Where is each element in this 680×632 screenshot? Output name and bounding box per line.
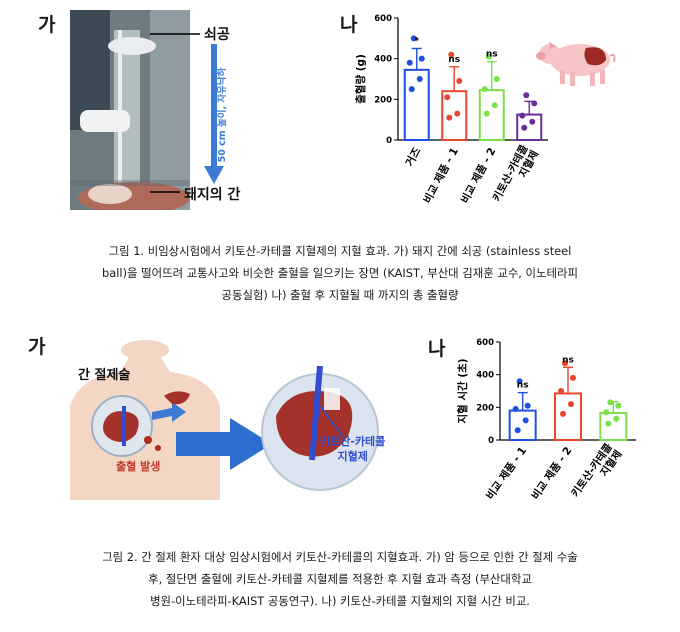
figure1-caption: 그림 1. 비임상시험에서 키토산-카테콜 지혈제의 지혈 효과. 가) 돼지 …	[10, 240, 670, 306]
data-point	[408, 86, 415, 93]
data-point	[512, 405, 519, 412]
data-point	[485, 53, 492, 60]
y-tick-label: 0	[488, 436, 494, 446]
x-tick-label: 거즈	[403, 145, 424, 168]
x-tick-label-group: 거즈	[403, 145, 424, 168]
data-point	[605, 420, 612, 427]
y-axis-title: 지혈 시간 (초)	[456, 358, 469, 423]
data-point	[568, 401, 574, 408]
product-label-line: 지혈제	[337, 450, 368, 463]
data-point	[603, 409, 610, 416]
data-point	[514, 427, 521, 434]
liver-resection-illustration	[70, 340, 379, 500]
y-axis-title: 출혈량 (g)	[354, 54, 367, 104]
caption-line: 공동실험) 나) 출혈 후 지혈될 때 까지의 총 출혈량	[221, 288, 459, 302]
bar	[478, 89, 505, 141]
y-tick-label: 0	[386, 136, 392, 146]
bleeding-label: 출혈 발생	[116, 460, 161, 473]
data-point	[531, 100, 538, 107]
bar	[403, 68, 430, 141]
x-tick-label-group: 비교 제품 - 2	[529, 444, 575, 502]
bar	[516, 113, 543, 142]
data-point	[523, 92, 530, 99]
fig2-panel-a-letter: 가	[28, 336, 46, 358]
data-point	[444, 94, 451, 101]
data-point	[519, 112, 526, 119]
data-point	[416, 76, 423, 82]
pig-illustration	[536, 42, 616, 86]
data-point	[613, 415, 620, 422]
data-point	[562, 360, 568, 367]
data-point	[418, 55, 425, 62]
bar	[508, 409, 537, 441]
bar	[554, 392, 582, 441]
data-point	[448, 51, 455, 58]
drop-height-label: 50 cm 높이, 자유낙하	[217, 67, 228, 163]
data-point	[483, 110, 490, 117]
data-point	[524, 402, 531, 409]
fig2-panel-b-letter: 나	[428, 338, 446, 360]
x-tick-label-group: 비교 제품 - 1	[421, 145, 461, 205]
data-point	[607, 399, 614, 406]
y-tick-label: 200	[476, 403, 494, 413]
data-point	[570, 374, 576, 381]
y-tick-label: 400	[374, 55, 392, 65]
data-point	[521, 124, 528, 131]
significance-label: ns	[448, 55, 460, 65]
significance-label: ns	[486, 50, 498, 60]
data-point	[560, 410, 566, 417]
data-point	[481, 86, 488, 93]
data-point	[615, 402, 622, 409]
y-tick-label: 400	[476, 371, 494, 381]
fig1-panel-a-letter: 가	[38, 14, 56, 36]
data-point	[410, 35, 417, 42]
data-point	[493, 76, 500, 82]
product-label: 키토산-카테콜 지혈제	[320, 434, 385, 464]
data-point	[446, 114, 453, 121]
x-tick-label: 비교 제품 - 2	[529, 444, 575, 502]
x-tick-label: 비교 제품 - 1	[483, 444, 529, 502]
fig1-panel-b-letter: 나	[340, 14, 358, 36]
y-tick-label: 600	[476, 338, 494, 348]
significance-label: *	[414, 37, 419, 47]
pig-liver-callout: 돼지의 간	[184, 187, 241, 203]
x-tick-label-group: 비교 제품 - 1	[483, 444, 529, 502]
caption-line: 그림 1. 비임상시험에서 키토산-카테콜 지혈제의 지혈 효과. 가) 돼지 …	[108, 244, 572, 258]
ball-callout: 쇠공	[204, 27, 230, 43]
x-tick-label: 비교 제품 - 1	[421, 145, 461, 205]
caption-line: ball)을 떨어뜨려 교통사고와 비슷한 출혈을 일으키는 장면 (KAIST…	[102, 266, 578, 280]
data-point	[456, 78, 463, 85]
fig1-callout-lines	[150, 33, 224, 193]
bar	[599, 412, 628, 442]
caption-line: 그림 2. 간 절제 환자 대상 임상시험에서 키토산-카테콜의 지혈효과. 가…	[102, 550, 578, 564]
significance-label: ns	[562, 355, 574, 365]
data-point	[529, 118, 536, 125]
y-tick-label: 200	[374, 95, 392, 105]
caption-line: 후, 절단면 출혈에 키토산-카테콜 지혈제를 적용한 후 지혈 효과 측정 (…	[148, 572, 532, 586]
data-point	[406, 59, 413, 66]
data-point	[491, 102, 498, 109]
figure2-caption: 그림 2. 간 절제 환자 대상 임상시험에서 키토산-카테콜의 지혈효과. 가…	[10, 546, 670, 612]
drop-test-photo	[70, 10, 190, 210]
significance-label: ns	[517, 381, 529, 391]
data-point	[522, 417, 529, 424]
resection-label: 간 절제술	[78, 368, 131, 383]
hemostasis-time-chart: 0 200 400 600 지혈 시간 (초) ns 비교 제품 - 1 ns 비교 제품 - …	[456, 338, 636, 502]
data-point	[454, 110, 461, 117]
drop-test-illustration	[70, 10, 190, 210]
y-tick-label: 600	[374, 14, 392, 24]
product-label-line: 키토산-카테콜	[320, 435, 386, 448]
data-point	[516, 378, 523, 385]
data-point	[558, 388, 564, 394]
caption-line: 병원-이노테라피-KAIST 공동연구). 나) 키토산-카테콜 지혈제의 지혈…	[150, 594, 530, 608]
